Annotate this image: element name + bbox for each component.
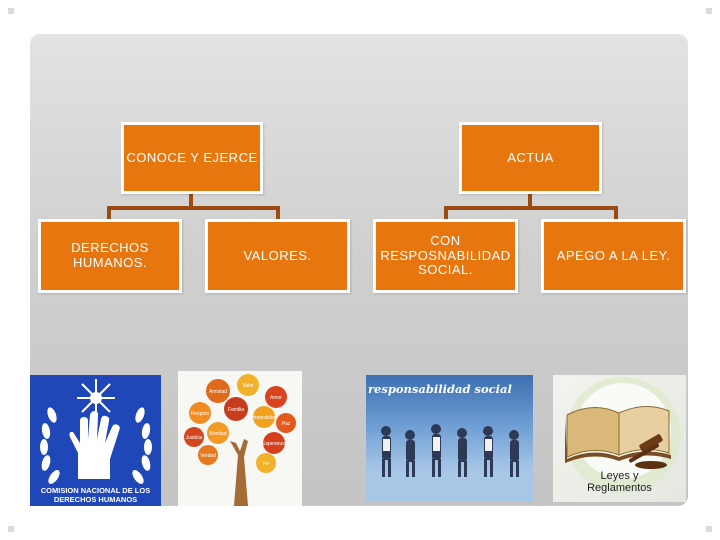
connector — [614, 206, 618, 222]
leaf-word: Fe — [263, 461, 269, 467]
corner-mark — [706, 8, 712, 14]
connector — [276, 206, 280, 222]
node-apego-a-la-ley: APEGO A LA LEY. — [541, 219, 686, 293]
node-responsabilidad-social: CON RESPOSNABILIDAD SOCIAL. — [373, 219, 518, 293]
node-label: ACTUA — [507, 149, 554, 165]
cndh-caption: COMISION NACIONAL DE LOS DERECHOS HUMANO… — [30, 486, 161, 504]
node-conoce-y-ejerce: CONOCE Y EJERCE — [121, 122, 263, 194]
node-actua: ACTUA — [459, 122, 602, 194]
cndh-caption-line: COMISION NACIONAL DE LOS — [40, 486, 151, 495]
cndh-logo-image: COMISION NACIONAL DE LOS DERECHOS HUMANO… — [30, 375, 161, 506]
connector — [107, 206, 111, 222]
corner-mark — [8, 526, 14, 532]
leaf-word: Valor — [242, 383, 254, 389]
node-label: CONOCE Y EJERCE — [126, 149, 258, 165]
leaf-word: Honestidad — [251, 415, 277, 421]
leaf-word: Bondad — [209, 431, 226, 437]
leaf-word: Esperanza — [262, 441, 286, 447]
leaf-word: Familia — [228, 407, 244, 413]
social-caption: responsabilidad social — [368, 382, 512, 396]
social-responsibility-photo — [366, 424, 533, 502]
laws-caption-line: Reglamentos — [587, 482, 652, 495]
connector — [107, 206, 280, 210]
leaf-word: Amor — [270, 395, 282, 401]
corner-mark — [706, 526, 712, 532]
leaf-word: Verdad — [200, 453, 216, 459]
corner-mark — [8, 8, 14, 14]
node-label: VALORES. — [243, 247, 312, 263]
values-tree-image: Amistad Valor Amor Respeto Familia Hones… — [178, 371, 302, 506]
node-label: DERECHOS HUMANOS. — [71, 240, 149, 270]
leaf-word: Justicia — [186, 435, 203, 441]
node-label: CON RESPOSNABILIDAD SOCIAL. — [380, 232, 511, 278]
leaf-word: Amistad — [209, 389, 227, 395]
connector — [444, 206, 448, 222]
connector — [444, 206, 618, 210]
leaf-word: Paz — [282, 421, 291, 427]
node-label: APEGO A LA LEY. — [556, 247, 671, 263]
social-responsibility-image: responsabilidad social — [366, 375, 533, 502]
node-valores: VALORES. — [205, 219, 350, 293]
connector — [189, 192, 193, 208]
node-derechos-humanos: DERECHOS HUMANOS. — [38, 219, 182, 293]
connector — [528, 192, 532, 208]
laws-book-gavel-icon — [565, 377, 681, 493]
leaf-word: Respeto — [191, 411, 210, 417]
cndh-caption-line: DERECHOS HUMANOS — [53, 494, 138, 504]
laws-caption-line: Leyes y — [600, 470, 639, 482]
values-tree-icon: Amistad Valor Amor Respeto Familia Hones… — [184, 374, 296, 506]
laws-image: Leyes y Reglamentos — [553, 375, 686, 502]
cndh-logo-icon — [40, 379, 152, 484]
laws-caption: Leyes y Reglamentos — [553, 470, 686, 494]
